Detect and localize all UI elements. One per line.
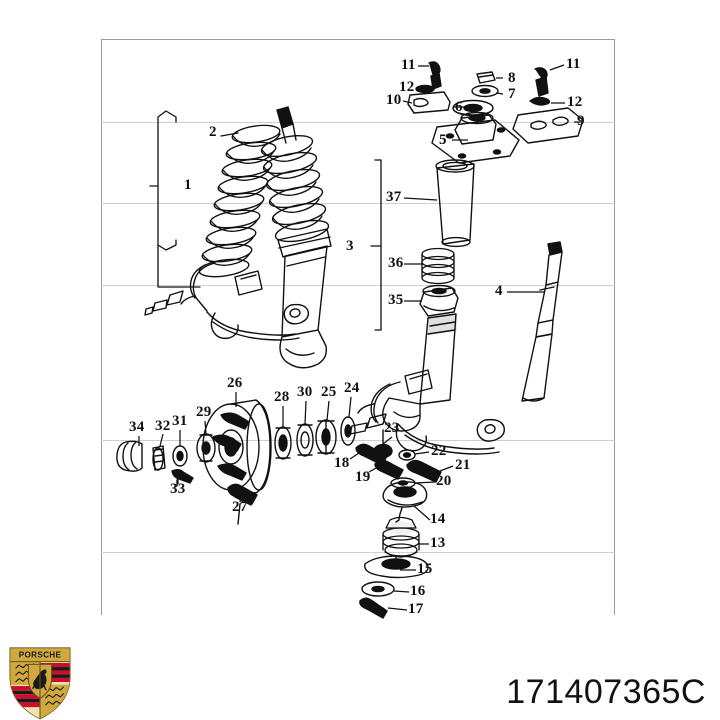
- diagram-gridline: [101, 203, 615, 204]
- callout-33: 33: [170, 481, 186, 497]
- callout-37: 37: [386, 189, 402, 205]
- callout-28: 28: [274, 389, 290, 405]
- diagram-gridline: [101, 440, 615, 441]
- callout-19: 19: [355, 469, 371, 485]
- diagram-gridline: [101, 552, 615, 553]
- callout-9: 9: [577, 113, 585, 129]
- callout-12: 12: [399, 79, 415, 95]
- callout-25: 25: [321, 384, 337, 400]
- callout-2: 2: [209, 124, 217, 140]
- callout-6: 6: [455, 99, 463, 115]
- diagram-gridline: [101, 285, 615, 286]
- callout-16: 16: [410, 583, 426, 599]
- callout-5: 5: [439, 132, 447, 148]
- callout-10: 10: [386, 92, 402, 108]
- callout-11b: 11: [566, 56, 581, 72]
- part-number: 171407365C: [506, 673, 706, 711]
- callout-13: 13: [430, 535, 446, 551]
- callout-26: 26: [227, 375, 243, 391]
- callout-15: 15: [417, 561, 433, 577]
- callout-24: 24: [344, 380, 360, 396]
- callout-22: 22: [431, 443, 447, 459]
- diagram-gridline: [101, 122, 615, 123]
- crest-wordmark: PORSCHE: [19, 651, 62, 660]
- callout-23: 23: [384, 420, 400, 436]
- callout-11: 11: [401, 57, 416, 73]
- callout-20: 20: [436, 473, 452, 489]
- callout-18: 18: [334, 455, 350, 471]
- callout-34: 34: [129, 419, 145, 435]
- diagram-frame: [101, 39, 615, 615]
- porsche-crest-logo: PORSCHE: [9, 647, 71, 720]
- callout-32: 32: [155, 418, 171, 434]
- callout-30: 30: [297, 384, 313, 400]
- callout-7: 7: [508, 86, 516, 102]
- callout-8: 8: [508, 70, 516, 86]
- callout-12b: 12: [567, 94, 583, 110]
- callout-27: 27: [232, 499, 248, 515]
- callout-29: 29: [196, 404, 212, 420]
- callout-36: 36: [388, 255, 404, 271]
- callout-21: 21: [455, 457, 471, 473]
- callout-3: 3: [346, 238, 354, 254]
- callout-1: 1: [184, 177, 192, 193]
- callout-4: 4: [495, 283, 503, 299]
- callout-35: 35: [388, 292, 404, 308]
- callout-14: 14: [430, 511, 446, 527]
- callout-31: 31: [172, 413, 188, 429]
- callout-17: 17: [408, 601, 424, 617]
